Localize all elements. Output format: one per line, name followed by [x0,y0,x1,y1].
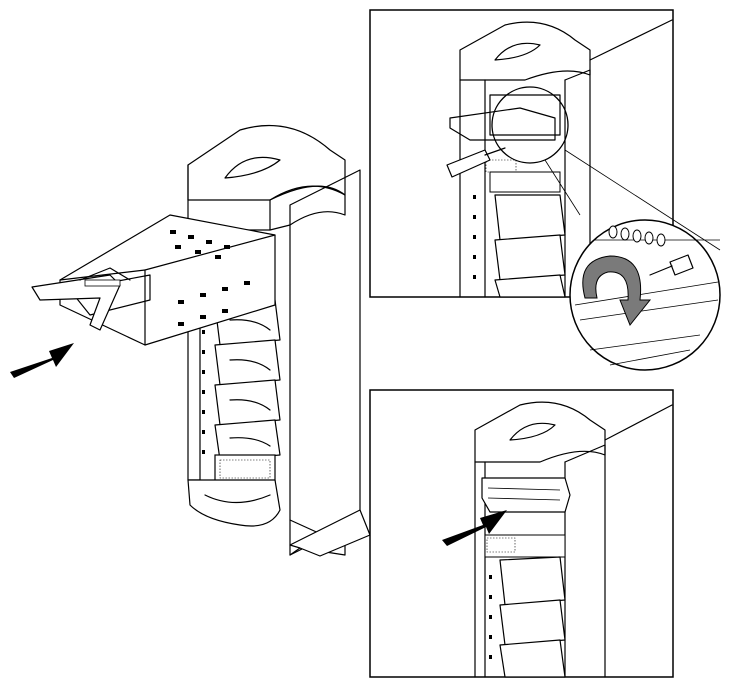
drive-handle [31,274,121,331]
tower-detail-top [449,19,673,298]
drive-carrier [31,214,276,346]
push-arrow-icon [442,510,507,546]
detail-panel-bezel [369,389,674,678]
screwdriver-icon [446,149,491,178]
tower-main-illustration [31,124,371,557]
tower-side-panel [289,169,361,556]
screw-icon [669,254,694,276]
tower-detail-bottom [474,401,673,678]
tower-bottom-cap [187,479,281,527]
tower-top-cap [187,124,346,231]
tower-drive-bays [214,299,281,484]
zoom-circle-small [491,86,569,164]
tower-vent-holes [202,330,205,454]
drive-mounting-holes [170,230,250,326]
insert-arrow-icon [10,343,74,378]
detail-panel-screws [369,9,721,371]
bezel-icon [481,477,571,513]
tower-base-plate [289,509,371,557]
rotate-arrow-icon [582,255,652,326]
zoom-detail [569,219,721,371]
